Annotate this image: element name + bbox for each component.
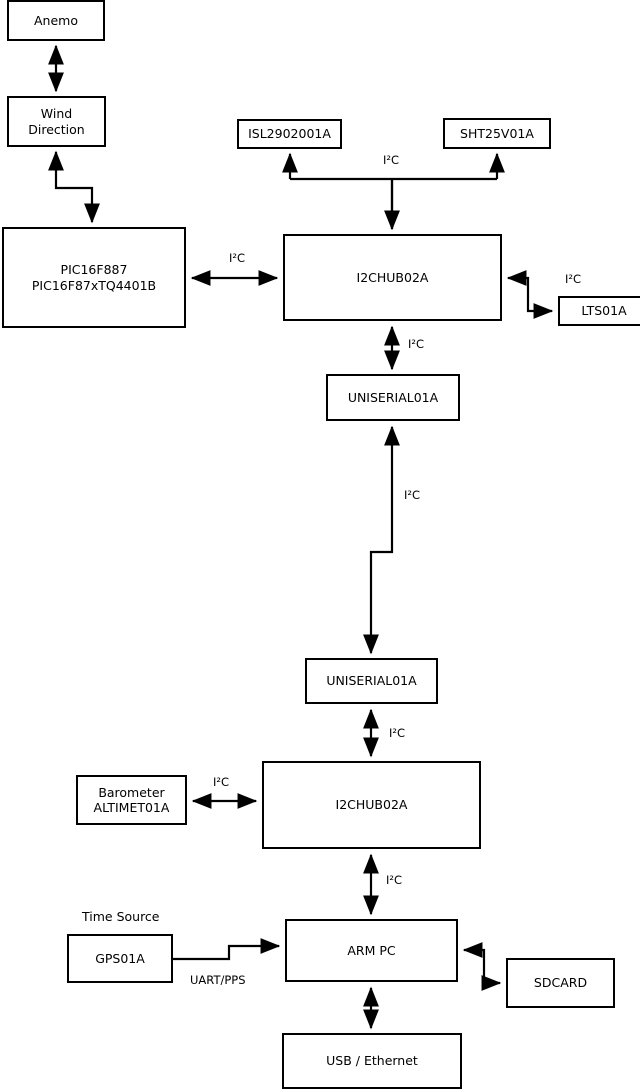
edge-label-i2c-uniserial-link: I²C — [404, 488, 421, 502]
node-uniserial01a-top[interactable]: UNISERIAL01A — [326, 374, 460, 421]
connector-arm-sdcard — [462, 942, 502, 991]
edge-label-i2c-pic-hub: I²C — [229, 251, 246, 265]
node-uniserial01a-bottom-label: UNISERIAL01A — [326, 673, 417, 689]
node-pic-microcontroller-label: PIC16F887 PIC16F87xTQ4401B — [31, 262, 157, 293]
node-i2chub02a-top-label: I2CHUB02A — [356, 269, 429, 285]
node-isl2902001a[interactable]: ISL2902001A — [237, 119, 342, 149]
edge-label-i2c-isl-sht: I²C — [383, 153, 400, 167]
node-barometer-altimet01a-label: Barometer ALTIMET01A — [93, 784, 170, 815]
node-i2chub02a-top[interactable]: I2CHUB02A — [283, 234, 502, 321]
node-gps01a[interactable]: GPS01A — [67, 934, 173, 983]
node-sht25v01a[interactable]: SHT25V01A — [443, 118, 551, 149]
node-anemo[interactable]: Anemo — [7, 0, 105, 41]
edge-label-i2c-hub-uniserial: I²C — [408, 337, 425, 351]
connector-uniserial-link — [363, 425, 400, 655]
node-sdcard[interactable]: SDCARD — [506, 958, 615, 1008]
connector-wind-pic — [48, 150, 100, 224]
edge-label-i2c-hub2-arm: I²C — [386, 873, 403, 887]
node-usb-ethernet-label: USB / Ethernet — [326, 1053, 418, 1069]
node-isl2902001a-label: ISL2902001A — [248, 126, 331, 142]
node-i2chub02a-bottom-label: I2CHUB02A — [335, 797, 408, 813]
node-uniserial01a-top-label: UNISERIAL01A — [347, 389, 439, 405]
node-sdcard-label: SDCARD — [533, 975, 588, 991]
node-wind-direction-label: Wind Direction — [28, 106, 85, 137]
node-pic-microcontroller[interactable]: PIC16F887 PIC16F87xTQ4401B — [2, 227, 186, 328]
connector-gps-arm — [173, 938, 281, 961]
node-barometer-altimet01a[interactable]: Barometer ALTIMET01A — [76, 775, 187, 825]
node-lts01a[interactable]: LTS01A — [558, 296, 640, 326]
node-usb-ethernet[interactable]: USB / Ethernet — [282, 1033, 462, 1089]
edge-label-i2c-uniserial-hub2: I²C — [389, 726, 406, 740]
node-anemo-label: Anemo — [34, 12, 78, 28]
connector-hub-lts — [506, 270, 554, 319]
node-uniserial01a-bottom[interactable]: UNISERIAL01A — [305, 658, 438, 704]
label-time-source: Time Source — [82, 909, 160, 924]
node-wind-direction[interactable]: Wind Direction — [7, 96, 106, 147]
node-sht25v01a-label: SHT25V01A — [460, 125, 534, 141]
node-i2chub02a-bottom[interactable]: I2CHUB02A — [262, 761, 481, 849]
node-arm-pc[interactable]: ARM PC — [285, 919, 458, 982]
node-gps01a-label: GPS01A — [95, 950, 145, 966]
edge-label-i2c-barometer-hub2: I²C — [213, 775, 230, 789]
edge-label-uart-pps: UART/PPS — [190, 973, 246, 987]
node-lts01a-label: LTS01A — [581, 303, 627, 319]
node-arm-pc-label: ARM PC — [347, 942, 396, 958]
edge-label-i2c-hub-lts: I²C — [565, 272, 582, 286]
